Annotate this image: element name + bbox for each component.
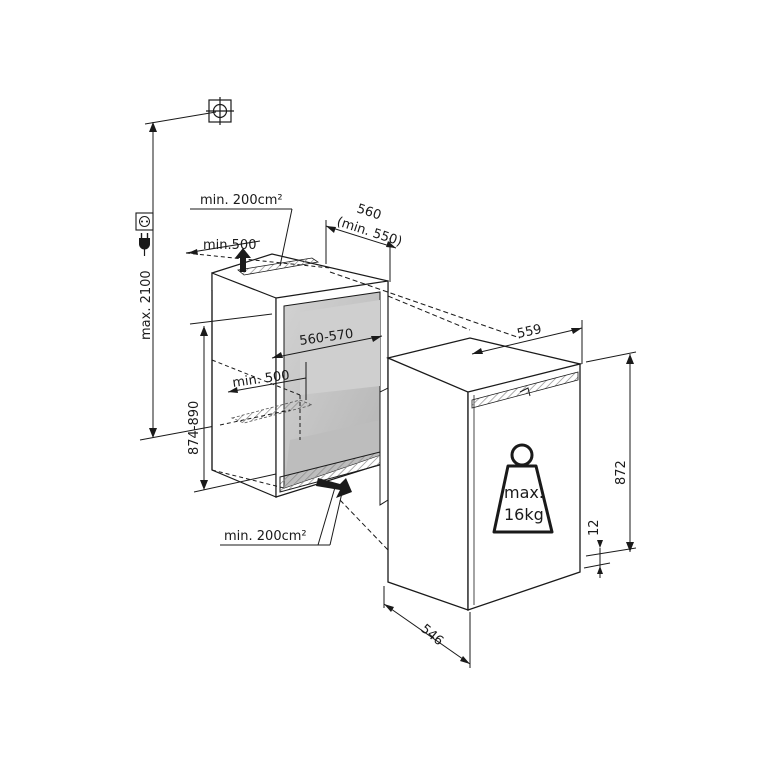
plinth-gap-dimension: 12 <box>583 519 611 578</box>
max-height-label: max. 2100 <box>139 270 154 340</box>
appliance-width-label: 559 <box>516 322 543 342</box>
plug-icon <box>139 233 150 256</box>
air-inlet-arrow <box>316 478 352 498</box>
crosshair-icon <box>206 97 234 125</box>
weight-icon: max. 16kg <box>492 443 554 534</box>
appliance-height-dimension: 872 <box>585 351 637 557</box>
appliance-fridge <box>386 337 583 611</box>
depth-label: 560 <box>355 202 383 224</box>
niche-height-dimension: 874-890 <box>187 326 277 493</box>
projection-lines <box>329 271 521 551</box>
plinth-gap-label: 12 <box>587 519 602 536</box>
niche-width-dimension: 560-570 <box>189 313 383 359</box>
niche-height-label: 874-890 <box>187 401 202 455</box>
bottom-vent-label: min. 200cm² <box>224 529 307 544</box>
top-reference-line <box>144 111 217 125</box>
air-outlet-arrow <box>235 248 251 272</box>
top-vent-label: min. 200cm² <box>200 193 283 208</box>
load-label-line1: max. <box>504 483 544 502</box>
load-label-line2: 16kg <box>504 505 544 524</box>
bottom-vent-callout: min. 200cm² <box>220 483 345 546</box>
appliance-height-label: 872 <box>614 460 629 485</box>
socket-icon <box>135 212 154 231</box>
top-depth-dimension: min.500 <box>185 238 331 269</box>
niche-width-label: 560-570 <box>298 327 354 349</box>
top-vent-callout: min. 200cm² <box>190 193 293 267</box>
max-height-dimension: max. 2100 <box>139 122 216 441</box>
appliance-width-dimension: 559 <box>471 320 583 364</box>
top-depth-label: min.500 <box>203 238 256 253</box>
